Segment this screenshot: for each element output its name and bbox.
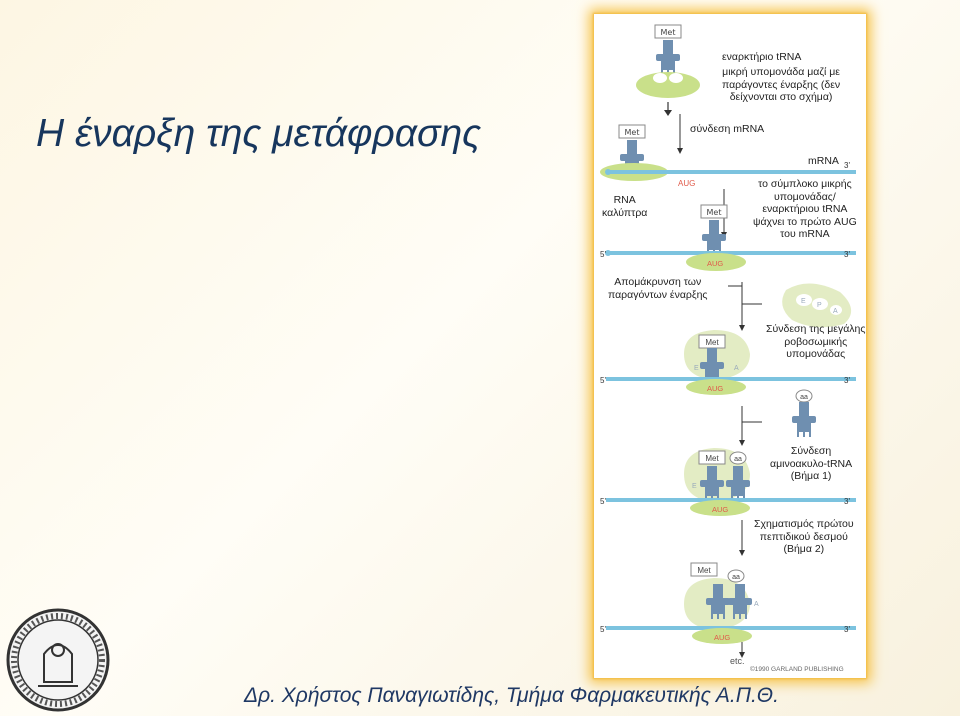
stage-ribosome-assembled: Met E A 5' 3' AUG: [600, 330, 856, 395]
met-label: Met: [661, 28, 676, 37]
svg-text:5': 5': [600, 376, 606, 385]
stage-mrna-binding: Met 3' AUG: [600, 124, 856, 188]
stage-initiation-complex: Met: [636, 24, 700, 116]
svg-text:A: A: [833, 308, 838, 315]
svg-text:AUG: AUG: [712, 505, 728, 514]
met-label: Met: [625, 128, 640, 137]
label-aa-trna: Σύνδεση αμινοακυλο-tRNA (Βήμα 1): [770, 445, 853, 482]
svg-text:Met: Met: [705, 338, 719, 347]
slide-title: Η έναρξη της μετάφρασης: [36, 112, 482, 155]
svg-text:Met: Met: [697, 566, 711, 575]
label-factor-removal: Απομάκρυνση των παραγόντων έναρξης: [608, 276, 708, 301]
label-small-subunit: μικρή υπομονάδα μαζί με παράγοντες έναρξ…: [722, 66, 840, 104]
svg-text:P: P: [817, 302, 822, 309]
small-subunit: [636, 72, 700, 98]
svg-text:aa: aa: [734, 456, 742, 463]
svg-text:A: A: [734, 365, 739, 372]
svg-text:3': 3': [844, 161, 850, 170]
label-etc: etc.: [730, 656, 745, 666]
stage-aa-trna-binding: aa Met aa E 5' 3' AUG: [600, 389, 856, 516]
label-mrna-binding: σύνδεση mRNA: [690, 123, 765, 135]
svg-text:AUG: AUG: [714, 633, 730, 642]
svg-text:3': 3': [844, 625, 850, 634]
aug-codon: AUG: [678, 179, 695, 188]
translation-diagram: Met Met 3' AUG Met 5' 3' AUG: [600, 24, 856, 658]
aug-codon: AUG: [707, 259, 723, 268]
svg-text:aa: aa: [732, 574, 740, 581]
stage-factor-removal: E P A: [728, 282, 852, 331]
stage-peptide-bond: Met aa A 5' 3' AUG: [600, 520, 856, 658]
svg-text:A: A: [754, 601, 759, 608]
slide-footer: Δρ. Χρήστος Παναγιωτίδης, Τμήμα Φαρμακευ…: [244, 684, 779, 707]
label-scanning: το σύμπλοκο μικρής υπομονάδας/ εναρκτήρι…: [753, 178, 857, 240]
svg-text:3': 3': [844, 250, 850, 259]
arrow-mrna-binding: [677, 114, 683, 154]
label-initiator-trna: εναρκτήριο tRNA: [722, 51, 802, 63]
university-seal-logo: [6, 608, 110, 712]
small-subunit: [686, 253, 746, 271]
svg-text:aa: aa: [800, 394, 808, 401]
svg-text:AUG: AUG: [707, 384, 723, 393]
label-peptide-bond: Σχηματισμός πρώτου πεπτιδικού δεσμού (Βή…: [754, 518, 854, 555]
svg-text:E: E: [801, 298, 806, 305]
svg-text:E: E: [694, 365, 699, 372]
svg-text:5': 5': [600, 250, 606, 259]
stage-scanning: Met 5' 3' AUG: [600, 189, 856, 271]
label-large-subunit: Σύνδεση της μεγάλης ροβοσωμικής υπομονάδ…: [766, 323, 866, 360]
label-mrna: mRNA: [808, 155, 839, 167]
met-label: Met: [707, 208, 722, 217]
svg-text:5': 5': [600, 625, 606, 634]
svg-text:E: E: [692, 483, 697, 490]
label-small-subunit-text: μικρή υπομονάδα μαζί με παράγοντες έναρξ…: [722, 66, 841, 103]
svg-text:5': 5': [600, 497, 606, 506]
copyright-note: ©1990 GARLAND PUBLISHING: [750, 666, 844, 673]
label-rna-cap: RNA καλύπτρα: [602, 194, 648, 219]
svg-text:3': 3': [844, 497, 850, 506]
svg-text:3': 3': [844, 376, 850, 385]
svg-text:Met: Met: [705, 454, 719, 463]
